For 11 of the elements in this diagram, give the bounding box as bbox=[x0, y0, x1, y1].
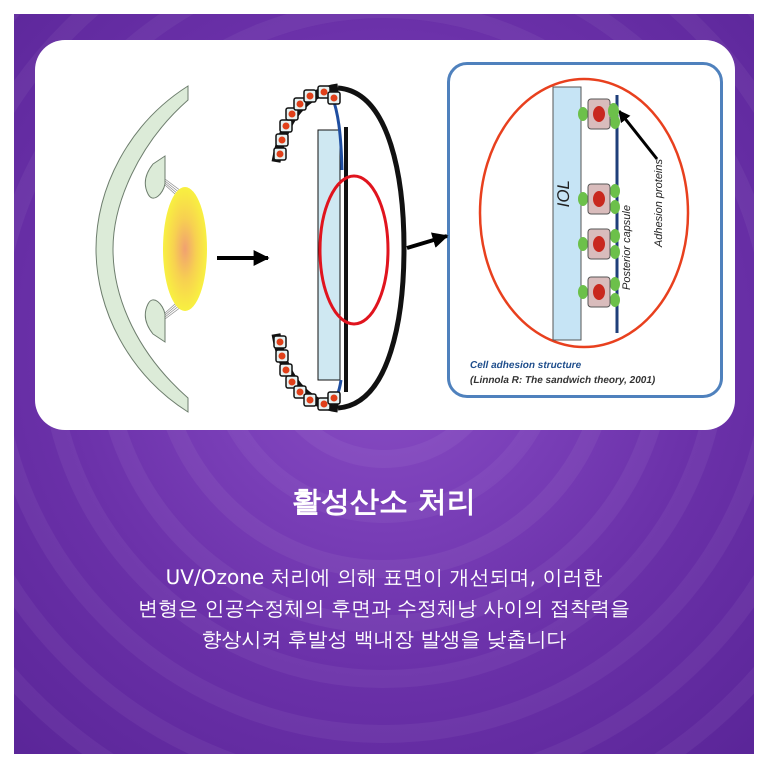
title: 활성산소 처리 bbox=[290, 483, 478, 520]
caption-text: Cell adhesion structure bbox=[470, 359, 582, 373]
leader-line bbox=[618, 110, 658, 160]
part-label: IOL bbox=[554, 180, 574, 208]
citation-text: (Linnola R: The sandwich theory, 2001) bbox=[470, 374, 656, 388]
arrow bbox=[217, 250, 270, 266]
arrow bbox=[406, 232, 449, 250]
part-label: Posterior capsule bbox=[621, 205, 633, 290]
detail-panel bbox=[447, 62, 723, 398]
description-text: UV/Ozone 처리에 의해 표면이 개선되며, 이러한 변형은 인공수정체의 후면과 수정체낭 사이의 접착력을 향상시켜 후발성 백내장 발생을 낮춥니다 bbox=[137, 564, 631, 653]
part-label: Adhesion proteins bbox=[653, 159, 665, 248]
